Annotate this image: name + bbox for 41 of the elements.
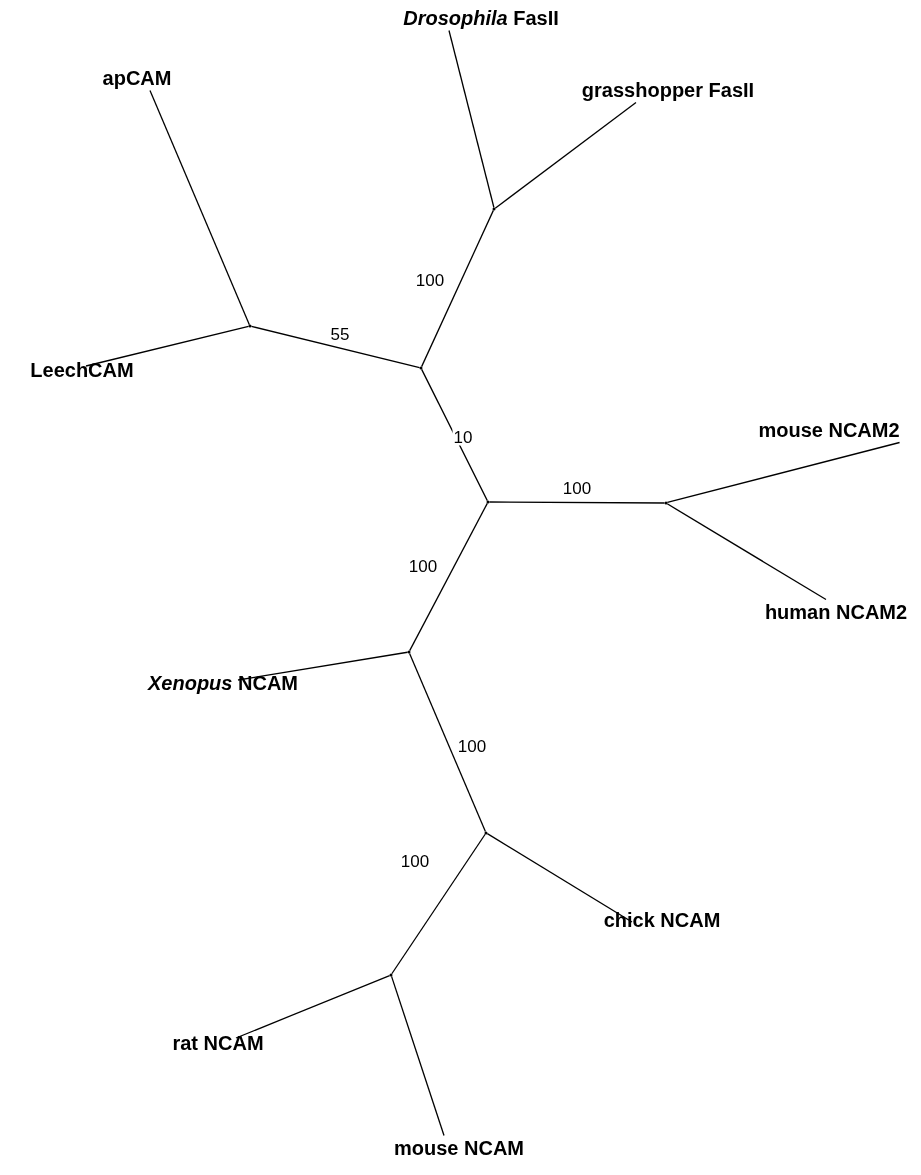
bootstrap-value: 100 (456, 737, 488, 755)
taxon-label: rat NCAM (172, 1030, 264, 1056)
bootstrap-value: 100 (407, 557, 439, 575)
bootstrap-value: 10 (452, 428, 474, 446)
branch-line (448, 29, 495, 209)
taxon-label: mouse NCAM2 (758, 417, 900, 443)
branch-junction (486, 500, 490, 504)
branch-junction (492, 207, 496, 211)
branch-junction (419, 366, 423, 370)
taxon-label: mouse NCAM (394, 1135, 524, 1161)
branch-line (488, 501, 666, 504)
branch-junction (407, 650, 411, 654)
branch-junction (664, 501, 668, 505)
taxon-label: Xenopus NCAM (148, 670, 298, 696)
branch-junction (484, 831, 488, 835)
branch-line (237, 651, 409, 681)
bootstrap-value: 55 (329, 325, 351, 343)
bootstrap-value: 100 (414, 271, 446, 289)
branch-line (421, 209, 494, 368)
branch-line (390, 975, 445, 1137)
taxon-label: apCAM (102, 65, 172, 91)
branch-line (408, 652, 487, 833)
branch-line (250, 325, 421, 369)
branch-line (235, 974, 391, 1039)
taxon-label: LeechCAM (30, 357, 134, 383)
branch-line (409, 502, 488, 652)
branch-line (421, 368, 488, 502)
bootstrap-value: 100 (399, 852, 431, 870)
branch-junction (389, 973, 393, 977)
branch-junction (248, 324, 252, 328)
branch-line (391, 833, 486, 975)
taxon-label: chick NCAM (603, 907, 721, 933)
branch-line (666, 441, 901, 504)
taxon-label: human NCAM2 (764, 599, 908, 625)
bootstrap-value: 100 (561, 479, 593, 497)
branch-line (149, 89, 251, 326)
branch-line (85, 325, 250, 367)
taxon-label: grasshopper FasII (581, 77, 755, 103)
branch-line (494, 101, 637, 209)
branch-line (666, 503, 827, 601)
taxon-label: Drosophila FasII (403, 5, 559, 31)
